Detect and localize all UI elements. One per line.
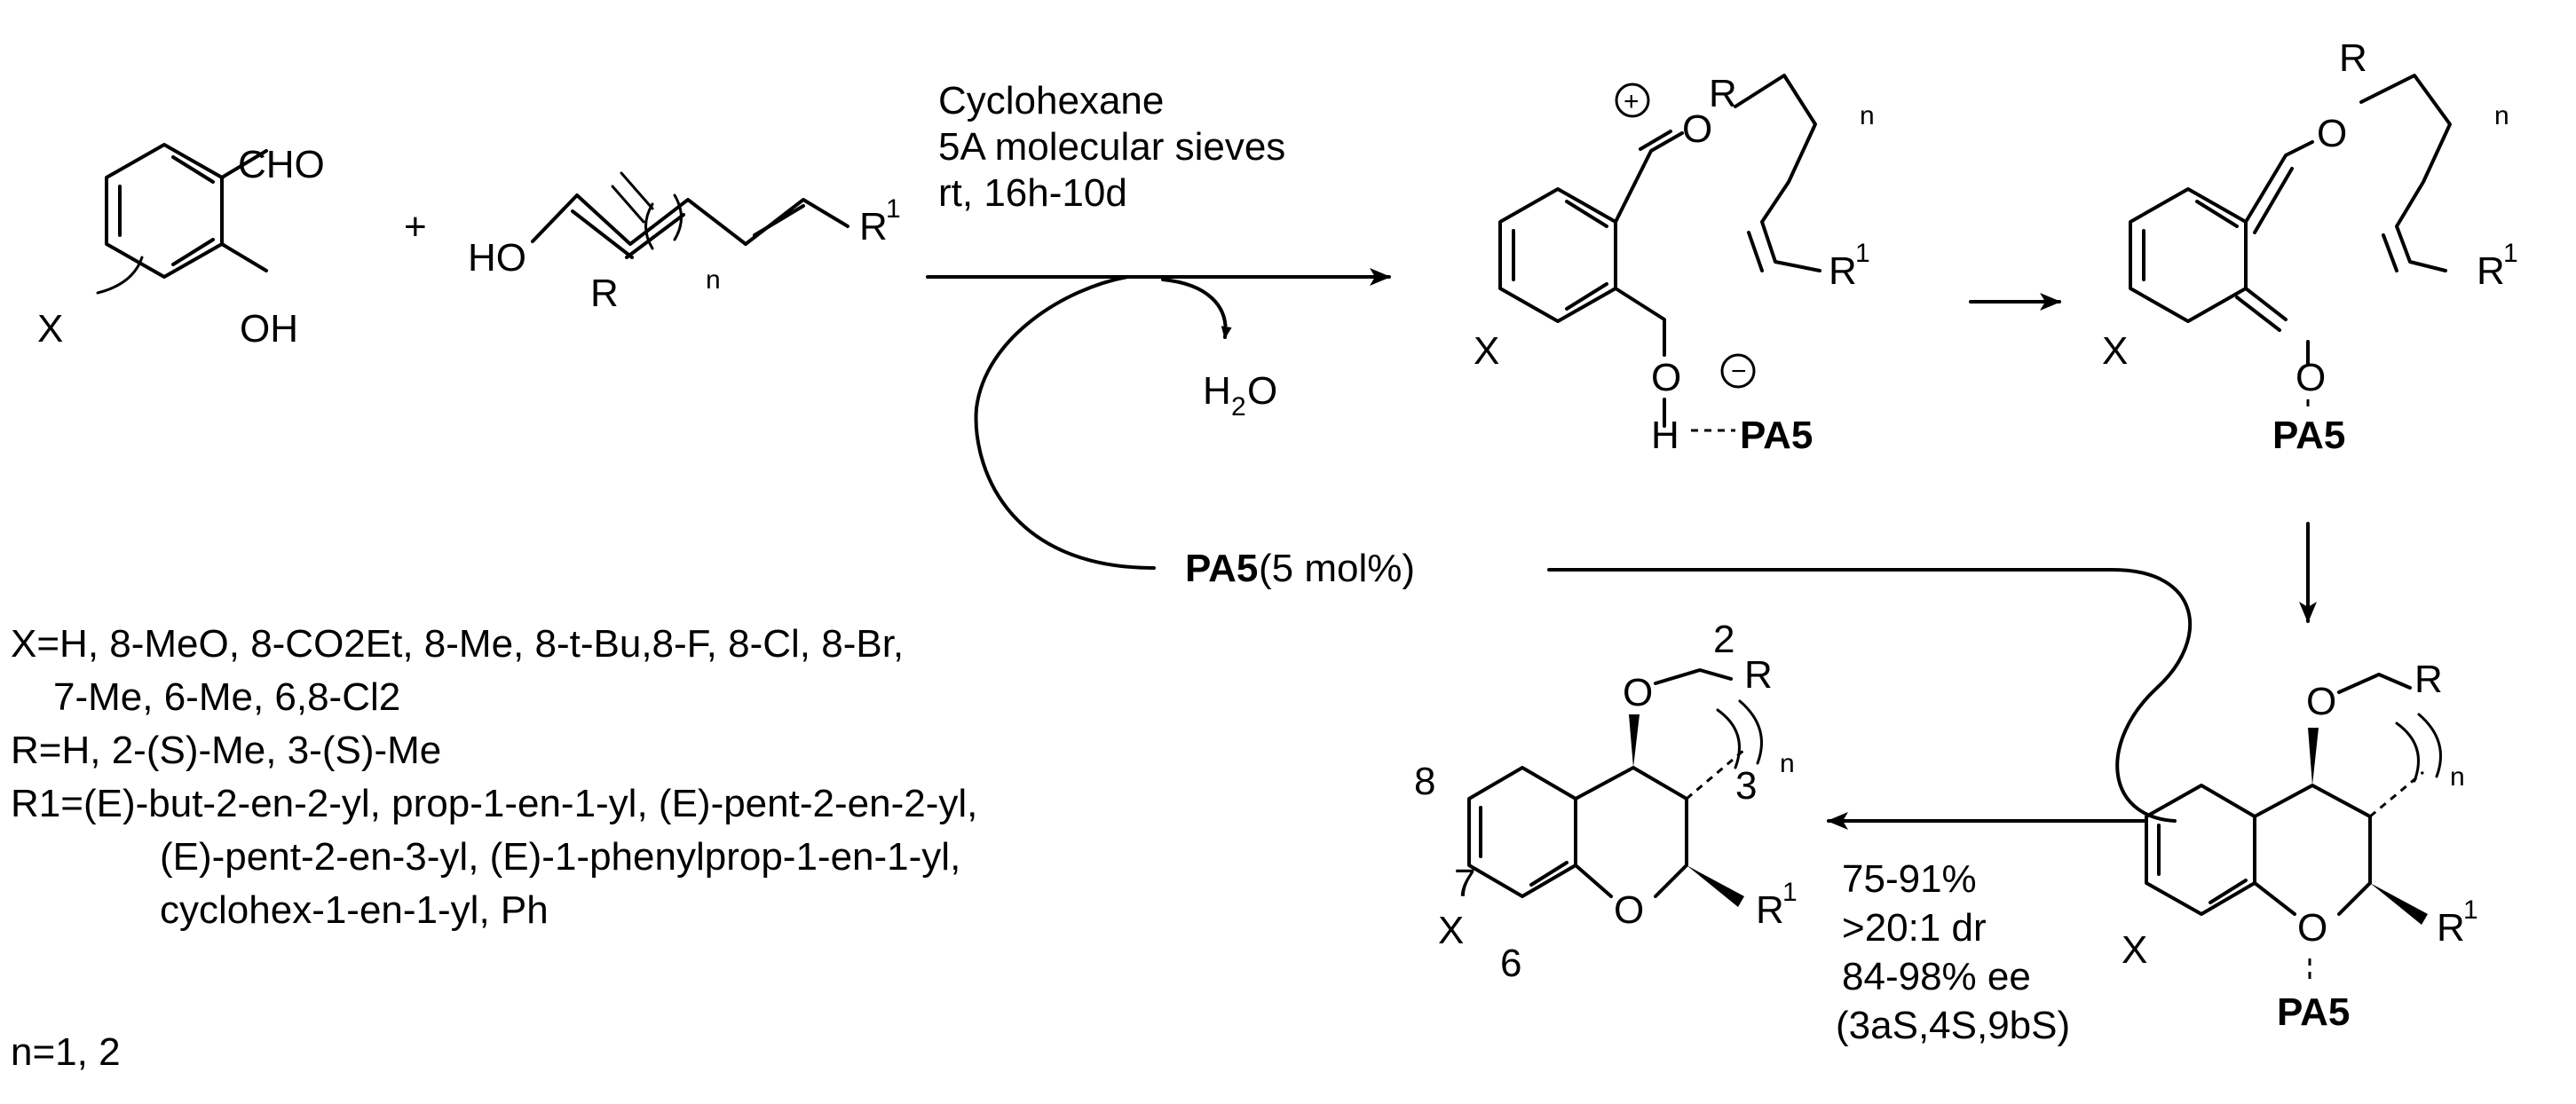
scope-r1-line2: (E)-pent-2-en-3-yl, (E)-1-phenylprop-1-e… (160, 835, 961, 879)
product-structure: O R n R 1 O X 2 3 6 7 8 (1414, 618, 1798, 985)
r1-sup-int1: 1 (1855, 239, 1870, 268)
r-label-int3: R (2414, 658, 2443, 701)
intermediate-bound-product: O R n R 1 O X PA5 (2122, 658, 2478, 1034)
water-release-arrow (1161, 278, 1232, 339)
phenol-oxygen: O (1651, 356, 1681, 399)
position-3-label: 3 (1735, 764, 1757, 808)
intermediate-quinone-methide: O R n R 1 X O PA5 (2102, 36, 2518, 457)
plus-sign: + (404, 205, 427, 248)
intermediate-oxocarbenium: + O R n R 1 X O H − PA5 (1474, 72, 1875, 457)
n-label-product: n (1780, 749, 1795, 778)
r1-sup-product: 1 (1782, 878, 1798, 907)
result-dr: >20:1 dr (1842, 906, 1987, 950)
salicylaldehyde-structure: CHO OH X (37, 143, 325, 351)
x-label-int2: X (2102, 329, 2128, 373)
r1-sup-int3: 1 (2463, 895, 2478, 925)
r1-label: R (859, 205, 888, 248)
scope-r1-line1: R1=(E)-but-2-en-2-yl, prop-1-en-1-yl, (E… (11, 782, 978, 825)
ring-oxygen-product: O (1614, 888, 1644, 932)
ether-oxygen-int3: O (2306, 680, 2336, 723)
r-label: R (590, 272, 619, 315)
ether-oxygen: O (1682, 107, 1712, 151)
position-6-label: 6 (1500, 942, 1521, 985)
r-label-product: R (1744, 653, 1773, 697)
condition-sieves: 5A molecular sieves (938, 125, 1285, 169)
alkenol-structure: HO R R 1 n (468, 171, 901, 315)
ether-oxygen-int2: O (2317, 112, 2347, 155)
pa5-label-int3: PA5 (2277, 990, 2350, 1034)
catalyst-name: PA5 (1185, 547, 1258, 590)
condition-solvent: Cyclohexane (938, 79, 1164, 122)
n-label-int3: n (2450, 762, 2465, 792)
position-8-label: 8 (1414, 760, 1435, 803)
pa5-label-int2: PA5 (2272, 414, 2345, 457)
r-label-int1: R (1709, 72, 1737, 115)
scope-x-line2: 7-Me, 6-Me, 6,8-Cl2 (53, 675, 401, 719)
r1-label-int3: R (2437, 906, 2465, 950)
r-label-int2: R (2339, 36, 2367, 80)
cation-charge: + (1624, 87, 1640, 116)
ho-label: HO (468, 236, 526, 280)
x-label: X (37, 307, 63, 351)
x-label-int1: X (1474, 329, 1499, 373)
scope-x-line1: X=H, 8-MeO, 8-CO2Et, 8-Me, 8-t-Bu,8-F, 8… (11, 622, 905, 666)
pa5-label-int1: PA5 (1740, 414, 1813, 457)
result-yield: 75-91% (1842, 857, 1977, 901)
x-label-int3: X (2122, 928, 2147, 972)
n-label-int1: n (1860, 101, 1875, 130)
result-ee: 84-98% ee (1842, 955, 2031, 998)
position-2-label: 2 (1713, 618, 1734, 661)
catalyst-loading: (5 mol%) (1259, 547, 1415, 590)
cho-label: CHO (238, 143, 325, 186)
r1-superscript: 1 (886, 194, 901, 224)
svg-text:O: O (1247, 369, 1277, 413)
position-7-label: 7 (1454, 862, 1475, 905)
svg-text:2: 2 (1231, 392, 1246, 422)
catalyst-cycle-arc (974, 275, 1156, 570)
result-configuration: (3aS,4S,9bS) (1836, 1004, 2070, 1047)
scope-r-line: R=H, 2-(S)-Me, 3-(S)-Me (11, 729, 442, 772)
x-label-product: X (1438, 909, 1464, 952)
catalyst-return-path (1547, 568, 2193, 823)
carbonyl-oxygen-int2: O (2295, 356, 2326, 399)
n-label-int2: n (2494, 101, 2509, 130)
svg-text:H: H (1203, 369, 1231, 413)
n-label: n (706, 265, 721, 295)
condition-temp-time: rt, 16h-10d (938, 171, 1127, 215)
r1-label-int2: R (2477, 249, 2505, 293)
ring-oxygen-int3: O (2297, 906, 2327, 950)
hydrogen-label: H (1651, 414, 1679, 457)
ether-oxygen-product: O (1623, 671, 1653, 714)
oh-label: OH (240, 307, 298, 351)
scope-r1-line3: cyclohex-1-en-1-yl, Ph (160, 888, 549, 932)
r1-label-int1: R (1829, 249, 1857, 293)
water-label: H 2 O (1203, 369, 1277, 422)
r1-label-product: R (1756, 888, 1784, 932)
r1-sup-int2: 1 (2503, 239, 2518, 268)
anion-charge: − (1731, 357, 1747, 386)
scope-n-line: n=1, 2 (11, 1030, 121, 1074)
